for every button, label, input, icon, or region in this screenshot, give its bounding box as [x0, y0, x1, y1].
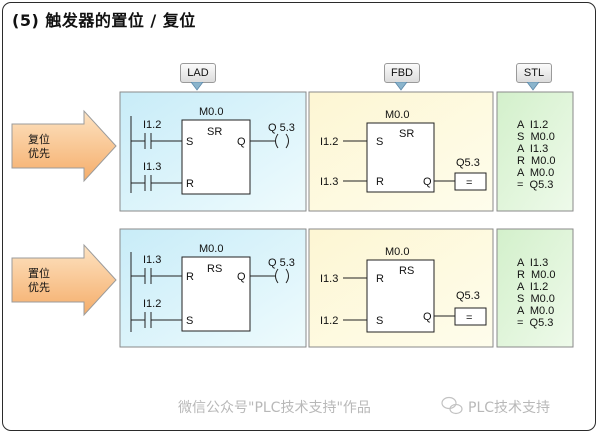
fbd-output-label-2: Q5.3: [456, 290, 480, 302]
lad-pin-1b: R: [186, 178, 194, 190]
stl-line: A I1.2: [517, 281, 548, 293]
lad-down-arrow-icon: [190, 82, 204, 91]
lad-block-name-1: M0.0: [199, 106, 223, 118]
stl-line: S M0.0: [517, 131, 555, 143]
lad-block-type-2: RS: [207, 263, 222, 275]
stl-line: = Q5.3: [517, 317, 553, 329]
stl-line: S M0.0: [517, 293, 555, 305]
fbd-pin-2b: S: [376, 315, 383, 327]
lad-contact-label-1a: I1.2: [143, 119, 161, 131]
row-reset-priority: 复位 优先 M0.0 SR I1.2: [11, 91, 574, 212]
stl-line: R M0.0: [517, 155, 556, 167]
stl-panel-1: [496, 91, 574, 212]
row-set-priority: 置位 优先 M0.0 RS I1.3 I1.2 R S Q Q 5.3: [11, 228, 574, 348]
fbd-input-label-2a: I1.3: [320, 273, 338, 285]
fbd-q-pin-2: Q: [423, 311, 432, 323]
lad-network-2: [130, 252, 289, 332]
arrow-label-line1: 复位: [28, 132, 50, 146]
lad-block-name-2: M0.0: [199, 243, 223, 255]
fbd-input-label-2b: I1.2: [320, 315, 338, 327]
arrow-label-line2: 优先: [28, 281, 50, 294]
stl-listing-2: A I1.3 R M0.0 A I1.2 S M0.0 A M0.0 = Q5.…: [517, 257, 556, 329]
fbd-input-label-1a: I1.2: [320, 136, 338, 148]
lad-q-pin-2: Q: [237, 271, 246, 283]
page-title: (5) 触发器的置位 / 复位: [12, 11, 196, 30]
lad-contact-label-2b: I1.2: [143, 298, 161, 310]
stl-line: A I1.3: [517, 257, 548, 269]
stl-listing-1: A I1.2 S M0.0 A I1.3 R M0.0 A M0.0 = Q5.…: [517, 119, 556, 191]
fbd-down-arrow-icon: [394, 82, 408, 91]
lad-output-label-2: Q 5.3: [268, 257, 295, 269]
wechat-watermark-icon: [441, 396, 463, 415]
fbd-pin-1b: R: [376, 176, 384, 188]
fbd-block-type-2: RS: [399, 265, 414, 277]
fbd-output-label-1: Q5.3: [456, 157, 480, 169]
lad-block-type-1: SR: [207, 126, 222, 138]
stl-line: A I1.3: [517, 143, 548, 155]
stl-down-arrow-icon: [526, 82, 540, 91]
lad-contact-label-1b: I1.3: [143, 161, 161, 173]
lad-pin-2b: S: [186, 315, 193, 327]
lad-output-label-1: Q 5.3: [268, 122, 295, 134]
lad-contact-label-2a: I1.3: [143, 254, 161, 266]
lad-pin-2a: R: [186, 271, 194, 283]
stl-line: A M0.0: [517, 167, 554, 179]
page-frame: [2, 2, 596, 431]
stl-line: R M0.0: [517, 269, 556, 281]
fbd-network-1: [343, 122, 487, 193]
stl-line: = Q5.3: [517, 179, 553, 191]
watermark-brand: PLC技术支持: [468, 400, 551, 416]
fbd-assign-2: =: [466, 312, 472, 324]
fbd-block-name-1: M0.0: [385, 109, 409, 121]
fbd-assign-1: =: [466, 177, 472, 189]
stl-line: A I1.2: [517, 119, 548, 131]
arrow-label-line2: 优先: [28, 147, 50, 160]
fbd-block-name-2: M0.0: [385, 246, 409, 258]
fbd-pin-2a: R: [376, 273, 384, 285]
watermark-text: 微信公众号"PLC技术支持"作品: [178, 400, 371, 416]
arrow-label-line1: 置位: [28, 266, 50, 280]
priority-arrow-1: 复位 优先: [11, 109, 117, 183]
fbd-input-label-1b: I1.3: [320, 176, 338, 188]
fbd-pin-1a: S: [376, 136, 383, 148]
lad-q-pin-1: Q: [237, 136, 246, 148]
lad-network-1: [130, 116, 289, 195]
stl-line: A M0.0: [517, 305, 554, 317]
lad-pin-1a: S: [186, 136, 193, 148]
priority-arrow-2: 置位 优先: [11, 243, 117, 317]
fbd-q-pin-1: Q: [423, 176, 432, 188]
fbd-network-2: [343, 259, 487, 333]
stl-panel-2: [496, 228, 574, 348]
fbd-block-type-1: SR: [399, 128, 414, 140]
